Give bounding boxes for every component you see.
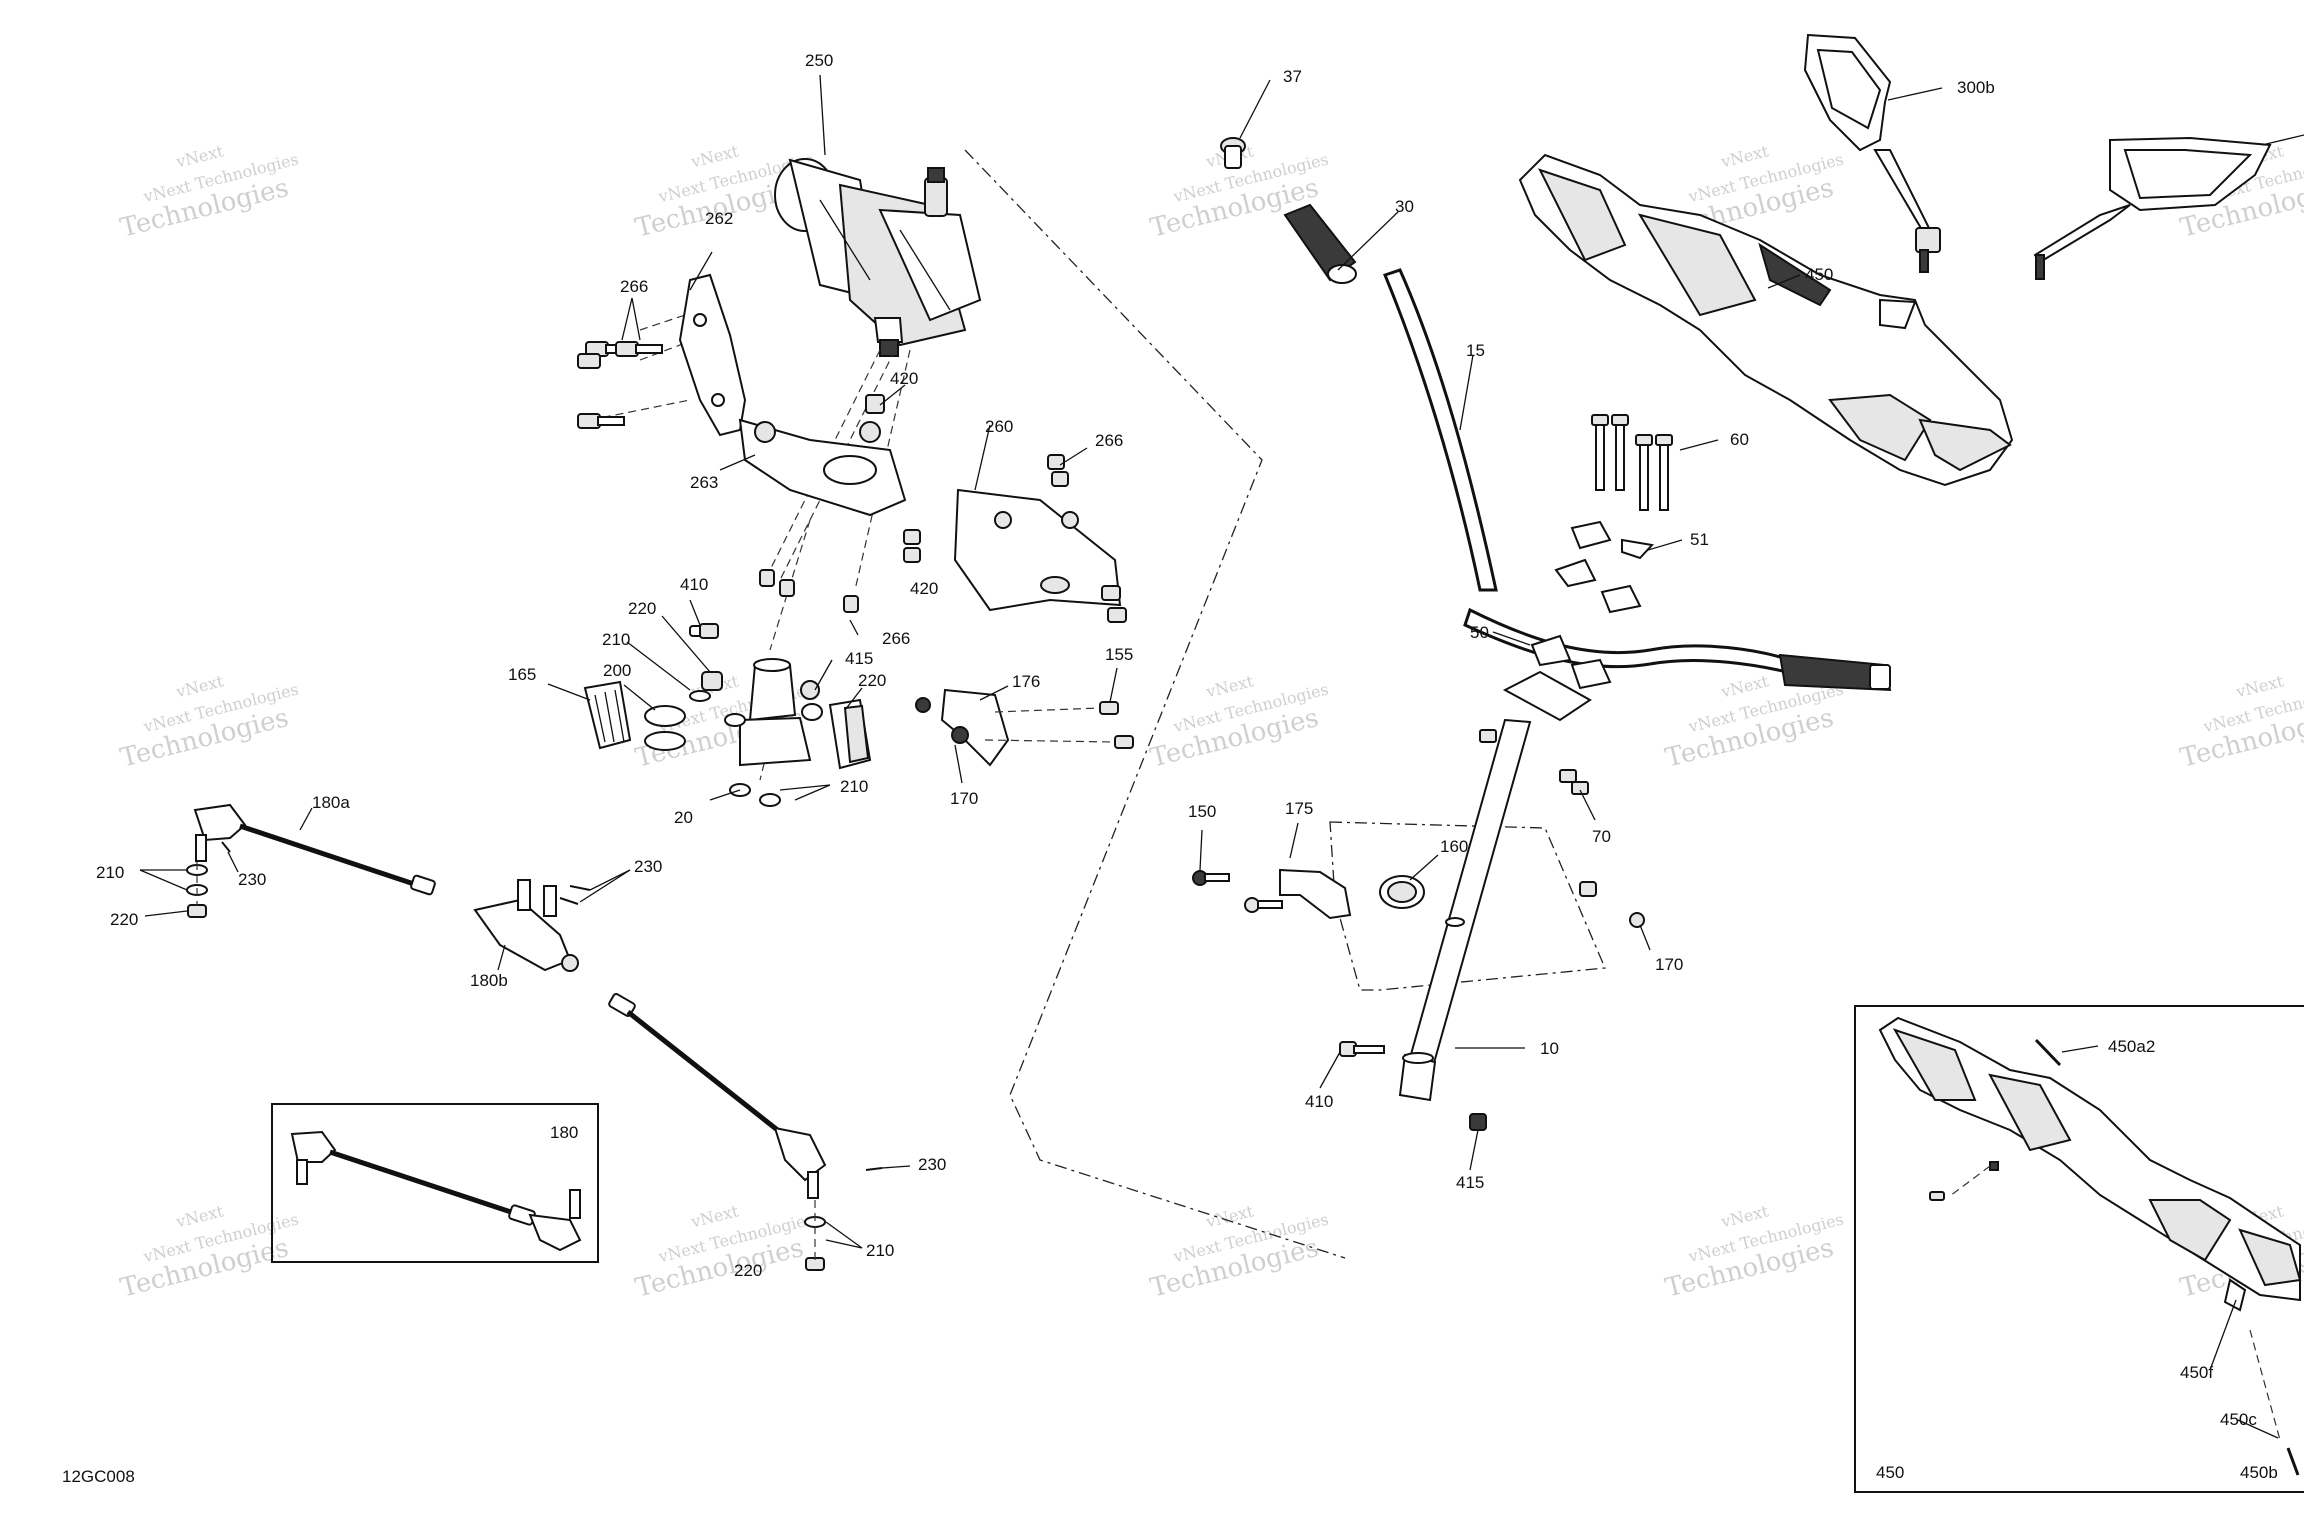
watermark-text: vNext (688, 1201, 741, 1231)
callout-410b: 410 (1305, 1092, 1333, 1111)
callout-250: 250 (805, 51, 833, 70)
callout-176: 176 (1012, 672, 1040, 691)
inset-box-450 (1854, 1005, 2304, 1493)
callout-15: 15 (1466, 341, 1485, 360)
screws-266-left (577, 341, 663, 429)
steering-shaft-20 (689, 623, 823, 807)
cotter-pins-230 (221, 841, 883, 1171)
leader-lines (139, 74, 2304, 1439)
inset-450-label: 450 (1876, 1463, 1904, 1482)
bushings-and-rings (583, 671, 872, 770)
callout-180a: 180a (312, 793, 350, 812)
callout-220c: 220 (110, 910, 138, 929)
callout-200: 200 (603, 661, 631, 680)
watermark-text: vNext (1203, 671, 1256, 701)
inset-headlight-450 (1878, 1016, 2302, 1476)
callout-30: 30 (1395, 197, 1414, 216)
callout-220b: 220 (858, 671, 886, 690)
callout-230b: 230 (634, 857, 662, 876)
callout-266a: 266 (620, 277, 648, 296)
callout-10: 10 (1540, 1039, 1559, 1058)
callout-262: 262 (705, 209, 733, 228)
callout-180: 180 (550, 1123, 578, 1142)
callout-266c: 266 (882, 629, 910, 648)
mounting-plate-262 (678, 273, 747, 437)
callout-230a: 230 (238, 870, 266, 889)
callout-150: 150 (1188, 802, 1216, 821)
callout-51: 51 (1690, 530, 1709, 549)
mirrors-300b (1803, 33, 2272, 280)
callout-37: 37 (1283, 67, 1302, 86)
callout-210a: 210 (602, 630, 630, 649)
callout-170b: 170 (1655, 955, 1683, 974)
callout-263: 263 (690, 473, 718, 492)
callout-210b: 210 (840, 777, 868, 796)
callout-420b: 420 (910, 579, 938, 598)
callout-230c: 230 (918, 1155, 946, 1174)
callout-450: 450 (1805, 265, 1833, 284)
callout-20: 20 (674, 808, 693, 827)
callout-180b: 180b (470, 971, 508, 990)
watermark-text: vNext (688, 141, 741, 171)
callout-210c: 210 (96, 863, 124, 882)
fasteners-center (759, 394, 1127, 623)
power-steering-motor (774, 158, 982, 357)
inset-tie-rod-180 (290, 1130, 582, 1252)
headlight-fairing-450 (1518, 153, 2014, 487)
callout-220d: 220 (734, 1261, 762, 1280)
diagram-code: 12GC008 (62, 1467, 135, 1486)
callout-450b: 450b (2240, 1463, 2278, 1482)
clamp-176 (915, 688, 1134, 767)
watermark-text: vNext (173, 141, 226, 171)
callout-labels: 250 262 266 263 420 260 266 420 410 266 … (62, 51, 2278, 1486)
callout-420a: 420 (890, 369, 918, 388)
callout-60: 60 (1730, 430, 1749, 449)
callout-155: 155 (1105, 645, 1133, 664)
steering-column-10 (1339, 718, 1532, 1131)
tie-rod-assembly (186, 803, 827, 1271)
callout-165: 165 (508, 665, 536, 684)
bracket-260 (953, 488, 1122, 612)
watermark-text: vNext (1718, 141, 1771, 171)
watermark-text: vNext (173, 1201, 226, 1231)
callout-266b: 266 (1095, 431, 1123, 450)
callout-300b: 300b (1957, 78, 1995, 97)
callout-450c: 450c (2220, 1410, 2257, 1429)
watermark-text: vNext (1718, 1201, 1771, 1231)
callout-220a: 220 (628, 599, 656, 618)
support-and-bushing (1192, 868, 1645, 928)
callout-450a2: 450a2 (2108, 1037, 2155, 1056)
watermark-text: vNext (1718, 671, 1771, 701)
callout-450f: 450f (2180, 1363, 2213, 1382)
callout-160: 160 (1440, 837, 1468, 856)
steering-assembly-outline (964, 149, 1346, 1259)
callout-210d: 210 (866, 1241, 894, 1260)
inset-box-180 (271, 1103, 599, 1263)
watermark-text: vNext (173, 671, 226, 701)
callout-70: 70 (1592, 827, 1611, 846)
support-bracket-263 (738, 418, 907, 517)
callout-410a: 410 (680, 575, 708, 594)
callout-50: 50 (1470, 623, 1489, 642)
callout-415b: 415 (1456, 1173, 1484, 1192)
callout-170a: 170 (950, 789, 978, 808)
handlebar-assembly (1220, 137, 1892, 692)
callout-175: 175 (1285, 799, 1313, 818)
handlebar-clamps (1479, 414, 1673, 795)
watermark-text: vNext (2233, 671, 2286, 701)
callout-260: 260 (985, 417, 1013, 436)
callout-415a: 415 (845, 649, 873, 668)
